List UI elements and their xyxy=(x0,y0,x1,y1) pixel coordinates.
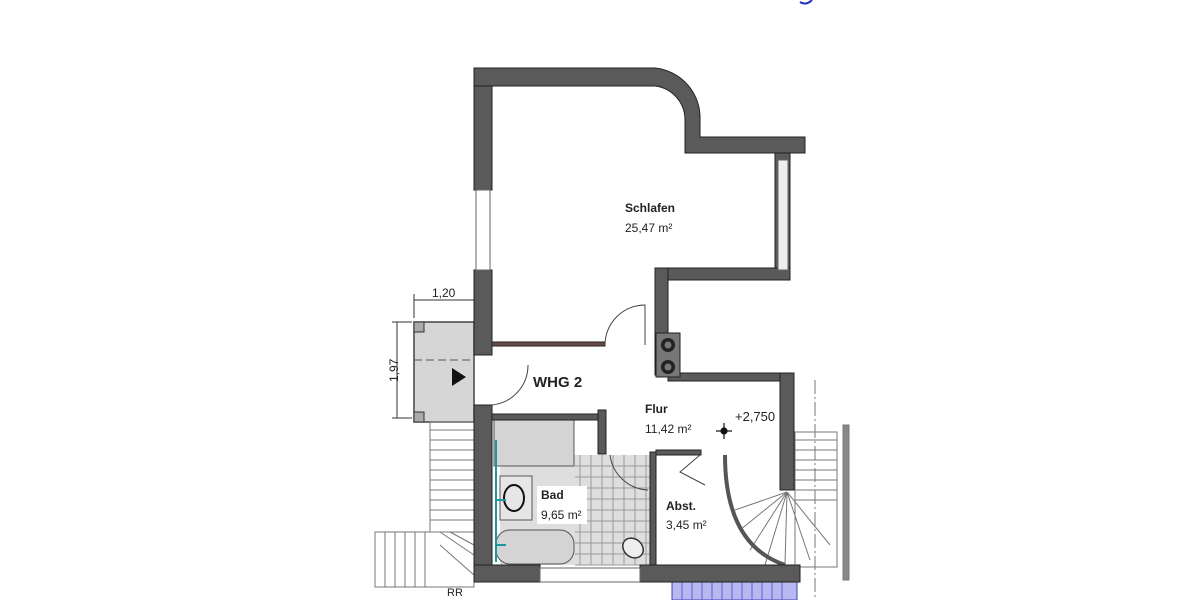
walls xyxy=(473,67,806,583)
window-left xyxy=(475,189,491,271)
level-label: +2,750 xyxy=(735,409,775,424)
stairs-right xyxy=(734,380,850,600)
stairs-left xyxy=(374,421,475,588)
shower xyxy=(493,419,575,467)
toilet-icon xyxy=(622,537,644,559)
level-marker-icon xyxy=(716,423,732,439)
bathtub xyxy=(495,529,575,565)
room-area-bad: 9,65 m² xyxy=(541,508,582,522)
pipe-line xyxy=(495,440,506,562)
balcony xyxy=(413,321,475,423)
window-bay xyxy=(671,581,798,600)
room-area-schlafen: 25,47 m² xyxy=(625,221,672,235)
dimension-width: 1,20 xyxy=(432,286,456,300)
annotation-mark xyxy=(799,0,813,5)
sink-icon xyxy=(503,484,525,512)
unit-label: WHG 2 xyxy=(533,374,582,391)
room-name-abst: Abst. xyxy=(666,499,696,513)
window-right xyxy=(777,159,789,271)
room-name-schlafen: Schlafen xyxy=(625,201,675,215)
room-name-bad: Bad xyxy=(541,488,564,502)
dimension-height: 1,97 xyxy=(387,358,401,382)
room-name-flur: Flur xyxy=(645,402,668,416)
window-bottom xyxy=(539,567,641,583)
direction-arrow-icon xyxy=(452,368,466,386)
doors xyxy=(491,304,706,491)
stair-label: RR xyxy=(447,587,463,599)
chimney xyxy=(655,332,681,378)
room-area-flur: 11,42 m² xyxy=(645,422,691,436)
washbasin xyxy=(499,475,533,521)
stair-wall-curve xyxy=(723,454,786,567)
room-area-abst: 3,45 m² xyxy=(666,518,707,532)
